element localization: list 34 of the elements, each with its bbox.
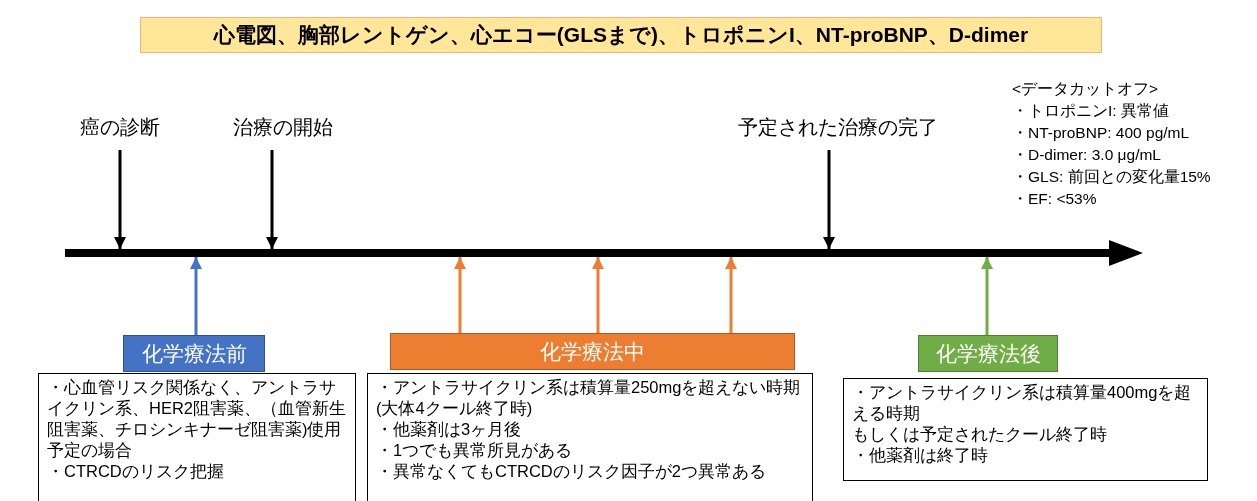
event-label: 予定された治療の完了 <box>708 112 968 142</box>
bullet-text: ・他薬剤は3ヶ月後 <box>376 419 523 440</box>
note-text: ・NT-proBNP: 400 pg/mL <box>1012 123 1190 143</box>
note-text: ・GLS: 前回との変化量15% <box>1012 167 1211 187</box>
bullet-text: もしくは予定されたクール終了時 <box>852 424 1108 445</box>
arrow <box>454 257 466 333</box>
bullet-text: ・他薬剤は終了時 <box>852 445 989 466</box>
bullet-text: ・1つでも異常所見がある <box>376 440 574 461</box>
timeline-arrow <box>65 240 1143 266</box>
bullet-text: ・アントラサイクリン系は積算量250mgを超えない時期(大体4クール終了時) <box>376 377 802 419</box>
arrow <box>823 150 835 249</box>
event-label: 治療の開始 <box>218 112 348 142</box>
phase-box: 化学療法後 <box>918 335 1058 372</box>
title-box: 心電図、胸部レントゲン、心エコー(GLSまで)、トロポニンI、NT-proBNP、D-dimer <box>140 17 1102 53</box>
note-box <box>38 373 356 501</box>
arrow <box>114 150 126 249</box>
arrow <box>725 257 737 333</box>
arrow <box>266 150 278 249</box>
note-text: ・D-dimer: 3.0 μg/mL <box>1012 145 1161 165</box>
bullet-text: ・アントラサイクリン系は積算量400mgを超える時期 <box>852 382 1193 424</box>
phase-box: 化学療法前 <box>123 335 265 372</box>
bullet-text: ・CTRCDのリスク把握 <box>47 461 225 482</box>
arrow <box>592 257 604 333</box>
phase-box: 化学療法中 <box>390 333 795 370</box>
note-box <box>367 373 813 501</box>
arrow <box>981 257 993 335</box>
note-text: ・EF: <53% <box>1012 189 1097 209</box>
arrow <box>190 257 202 335</box>
bullet-text: ・異常なくてもCTRCDのリスク因子が2つ異常ある <box>376 461 767 482</box>
note-box <box>843 378 1208 481</box>
note-text: <データカットオフ> <box>1012 79 1159 99</box>
bullet-text: ・心血管リスク関係なく、アントラサイクリン系、HER2阻害薬、（血管新生阻害薬、チロシンキナーゼ阻害薬)使用予定の場合 <box>47 377 347 461</box>
event-label: 癌の診断 <box>70 112 170 142</box>
note-text: ・トロポニンI: 異常値 <box>1012 101 1169 121</box>
